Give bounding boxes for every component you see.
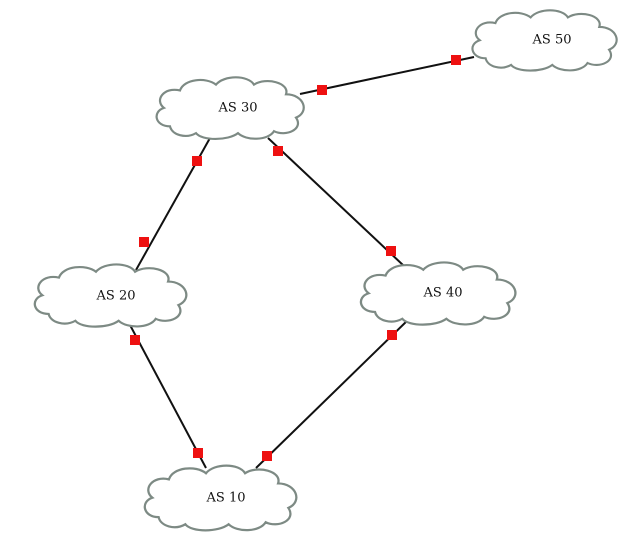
link-as30-as40 [267,137,405,267]
link-as20-as10 [129,324,207,469]
port-marker [193,448,203,458]
port-marker [139,237,149,247]
link-as30-as50 [299,56,475,95]
port-marker [387,330,397,340]
node-label-as30: AS 30 [218,101,258,116]
port-marker [386,246,396,256]
port-marker [192,156,202,166]
node-label-as10: AS 10 [206,491,246,506]
port-marker [317,85,327,95]
port-marker [262,451,272,461]
node-label-as20: AS 20 [96,289,136,304]
port-marker [273,146,283,156]
port-marker [130,335,140,345]
link-as40-as10 [255,317,411,469]
node-label-as50: AS 50 [532,33,572,48]
port-marker [451,55,461,65]
node-label-as40: AS 40 [423,286,463,301]
